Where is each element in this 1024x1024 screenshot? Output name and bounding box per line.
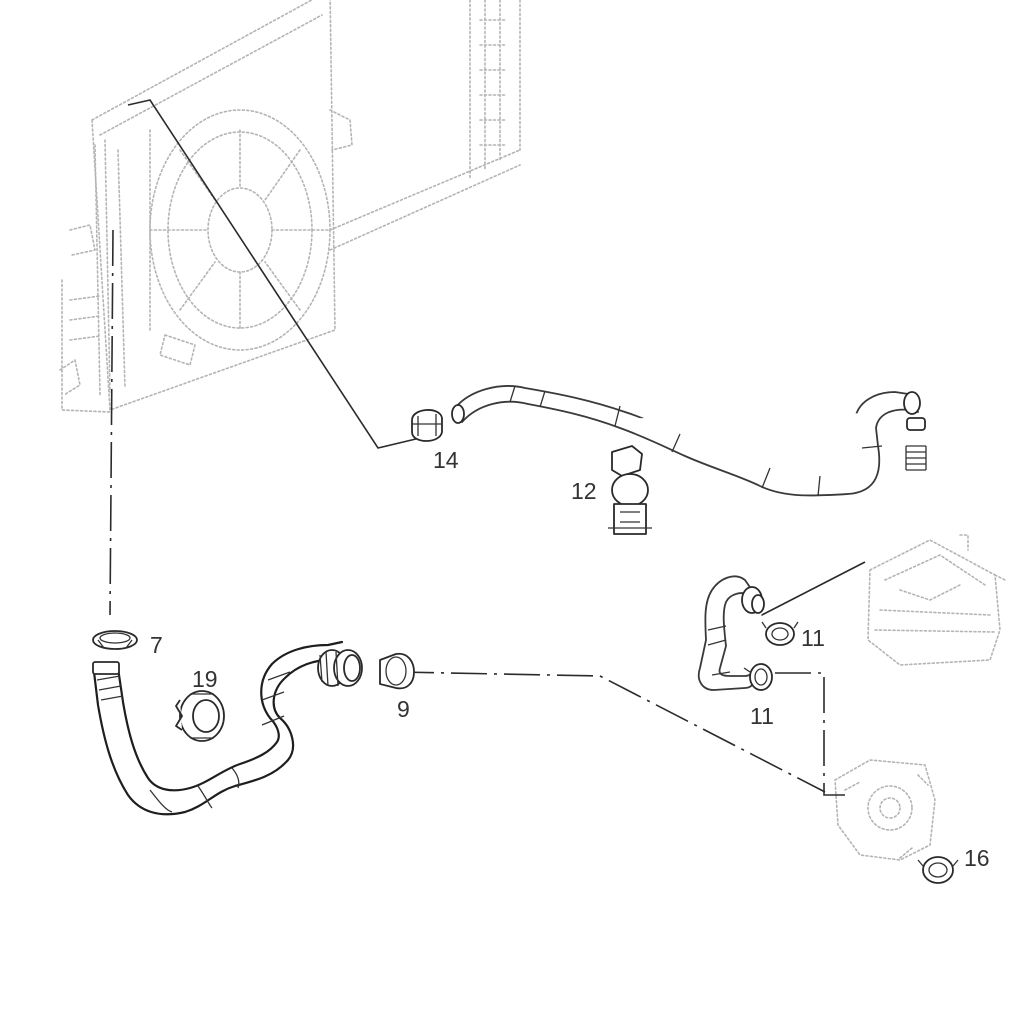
- coolant-reservoir: [867, 534, 1006, 666]
- spring-clamp-upper: [905, 417, 927, 471]
- upper-hose: [451, 385, 921, 497]
- clamp-14: [411, 409, 443, 442]
- callout-11-upper: 11: [801, 625, 825, 651]
- leader-lines: [109, 99, 866, 796]
- callout-11-lower: 11: [750, 703, 774, 729]
- leader-11-lower: [775, 672, 845, 796]
- radiator-fan-assembly: [59, 0, 521, 413]
- leader-7: [109, 229, 114, 616]
- bracket-12: [608, 445, 652, 535]
- callout-9: 9: [397, 696, 410, 722]
- clamp-19: [175, 690, 225, 742]
- fitting-9: [379, 652, 415, 690]
- clamp-11-upper: [761, 621, 799, 646]
- callout-14: 14: [433, 447, 459, 473]
- callout-16: 16: [964, 845, 990, 871]
- clamp-11-lower: [743, 663, 773, 691]
- callout-12: 12: [571, 478, 597, 504]
- callout-19: 19: [192, 666, 218, 692]
- clamp-16: [917, 856, 959, 884]
- lower-radiator-hose: [92, 640, 363, 816]
- leader-14: [127, 99, 421, 449]
- leader-11-upper: [755, 561, 866, 619]
- reservoir-hose: [697, 575, 765, 691]
- callout-7: 7: [150, 632, 163, 658]
- leader-9: [397, 671, 826, 793]
- clamp-7: [92, 630, 138, 650]
- thermostat-housing: [834, 759, 936, 861]
